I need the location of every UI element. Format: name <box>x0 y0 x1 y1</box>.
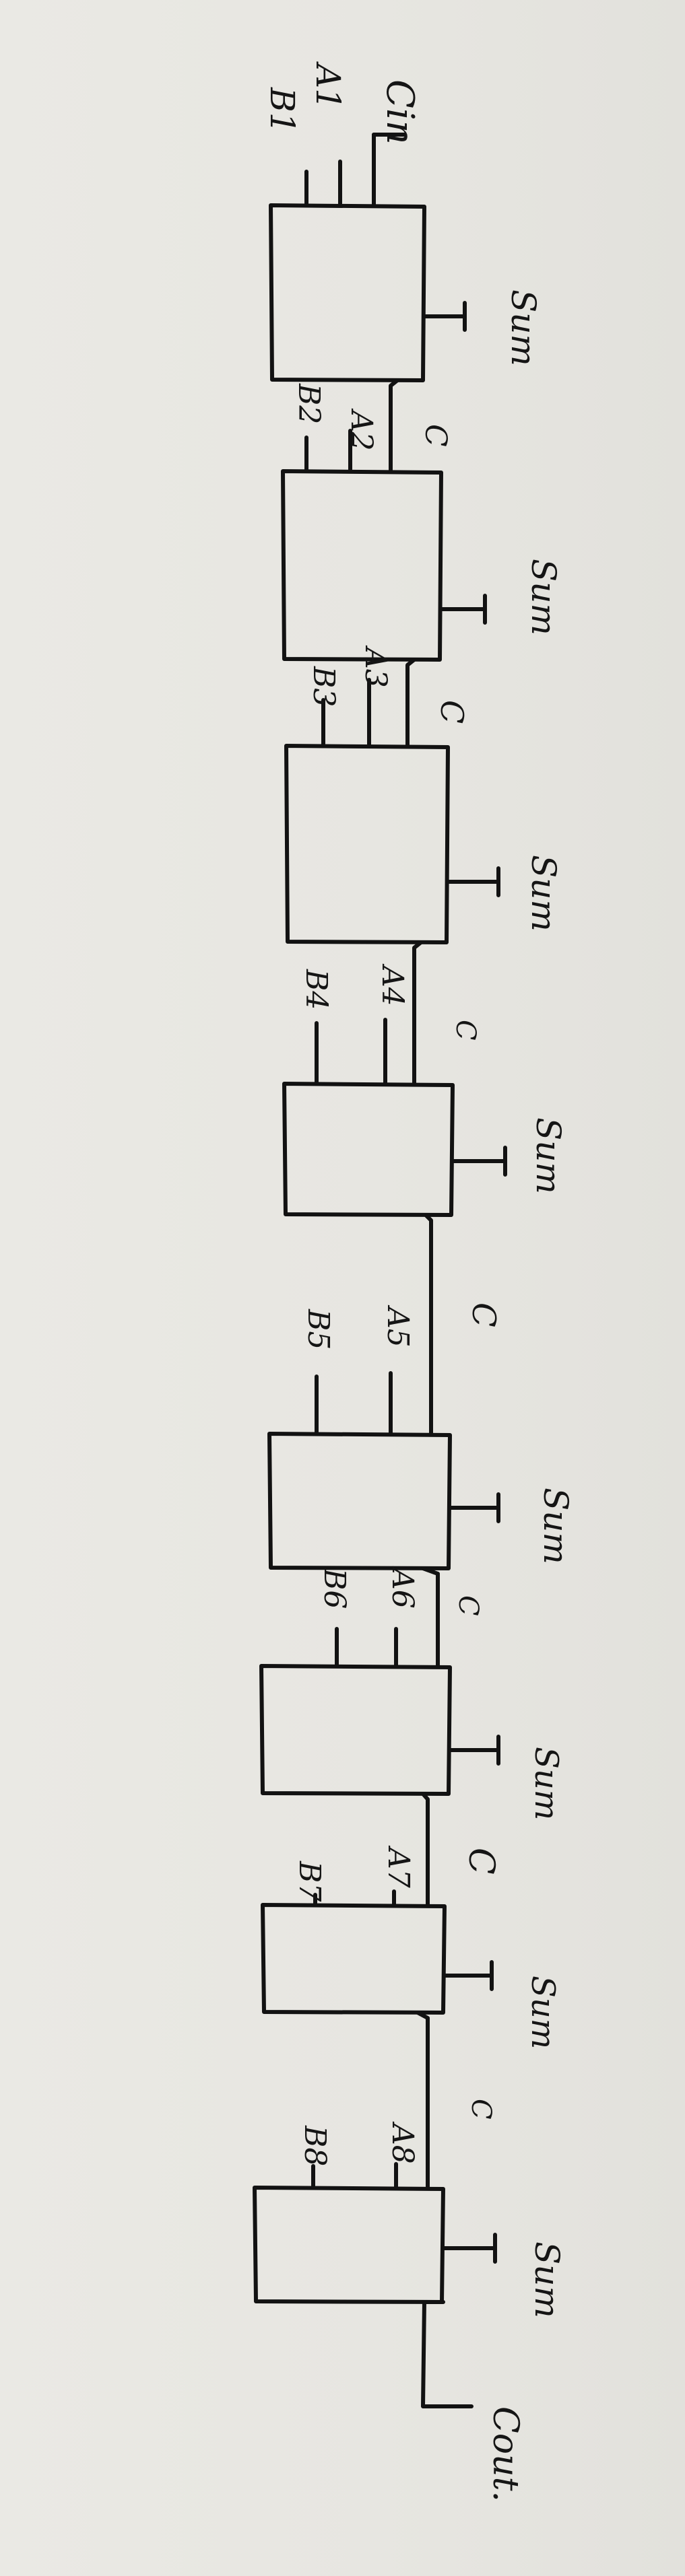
carry-out-label: Cout. <box>485 2406 525 2502</box>
input-b1-label: B1 <box>263 87 302 134</box>
sum-label-3: Sum <box>524 855 563 932</box>
input-b7-label: B7 <box>292 1860 327 1902</box>
input-a7-label: A7 <box>381 1845 416 1888</box>
full-adder-block-2 <box>281 469 443 662</box>
input-b4-label: B4 <box>299 969 333 1010</box>
input-a4-label: A4 <box>375 963 410 1006</box>
full-adder-block-4 <box>282 1082 455 1217</box>
sum-output-wire-1 <box>422 301 467 332</box>
sum-label-8: Sum <box>527 2241 566 2318</box>
full-adder-block-3 <box>284 744 450 944</box>
full-adder-block-8 <box>253 2186 445 2304</box>
carry-in-label: Cin <box>378 79 422 145</box>
input-a6-label: A6 <box>385 1566 420 1609</box>
sum-label-5: Sum <box>536 1488 575 1564</box>
sum-output-wire-5 <box>448 1492 500 1523</box>
carry-out-wire <box>421 2300 474 2408</box>
carry-wire-5 <box>421 1566 440 1668</box>
input-a2-label: A2 <box>344 408 379 451</box>
input-b5-label: B5 <box>301 1309 335 1350</box>
sum-output-wire-4 <box>451 1146 507 1177</box>
full-adder-block-6 <box>259 1664 452 1796</box>
sum-output-wire-8 <box>441 2233 497 2264</box>
sum-label-2: Sum <box>524 559 563 635</box>
carry-label-7: C <box>465 2099 496 2120</box>
sum-label-6: Sum <box>527 1747 565 1820</box>
input-b1-group: B1 <box>263 87 302 134</box>
carry-wire-6 <box>421 1792 430 1907</box>
sum-output-wire-7 <box>443 1960 494 1991</box>
carry-label-2: C <box>434 700 470 724</box>
input-a8-label: A8 <box>385 2121 420 2164</box>
input-b8-label: B8 <box>298 2125 332 2166</box>
input-a1-label: A1 <box>308 61 348 110</box>
input-b2-label: B2 <box>292 383 326 424</box>
carry-label-1: C <box>418 424 453 447</box>
input-a3-label: A3 <box>358 645 393 688</box>
sum-output-wire-2 <box>439 594 487 625</box>
sum-output-wire-6 <box>448 1735 500 1766</box>
carry-label-4: C <box>465 1302 502 1327</box>
carry-wire-3 <box>412 940 423 1086</box>
sum-label-4: Sum <box>529 1117 568 1194</box>
carry-in-group: Cin <box>378 79 422 145</box>
carry-wire-4 <box>424 1213 433 1436</box>
carry-wire-2 <box>405 658 416 748</box>
full-adder-block-7 <box>261 1903 447 2015</box>
carry-wire-1 <box>389 378 399 473</box>
sum-label-7: Sum <box>524 1976 562 2049</box>
input-a5-label: A5 <box>381 1304 415 1348</box>
sum-output-wire-3 <box>446 866 500 897</box>
full-adder-block-5 <box>267 1432 452 1570</box>
carry-label-5: C <box>453 1595 484 1616</box>
input-b6-label: B6 <box>317 1568 352 1609</box>
carry-wire-7 <box>416 2011 430 2190</box>
full-adder-block-1 <box>269 203 426 382</box>
input-a1-group: A1 <box>308 61 348 110</box>
carry-label-3: C <box>450 1020 481 1041</box>
sum-label-1: Sum <box>504 289 543 366</box>
input-b3-label: B3 <box>306 666 341 707</box>
carry-label-6: C <box>461 1848 501 1875</box>
